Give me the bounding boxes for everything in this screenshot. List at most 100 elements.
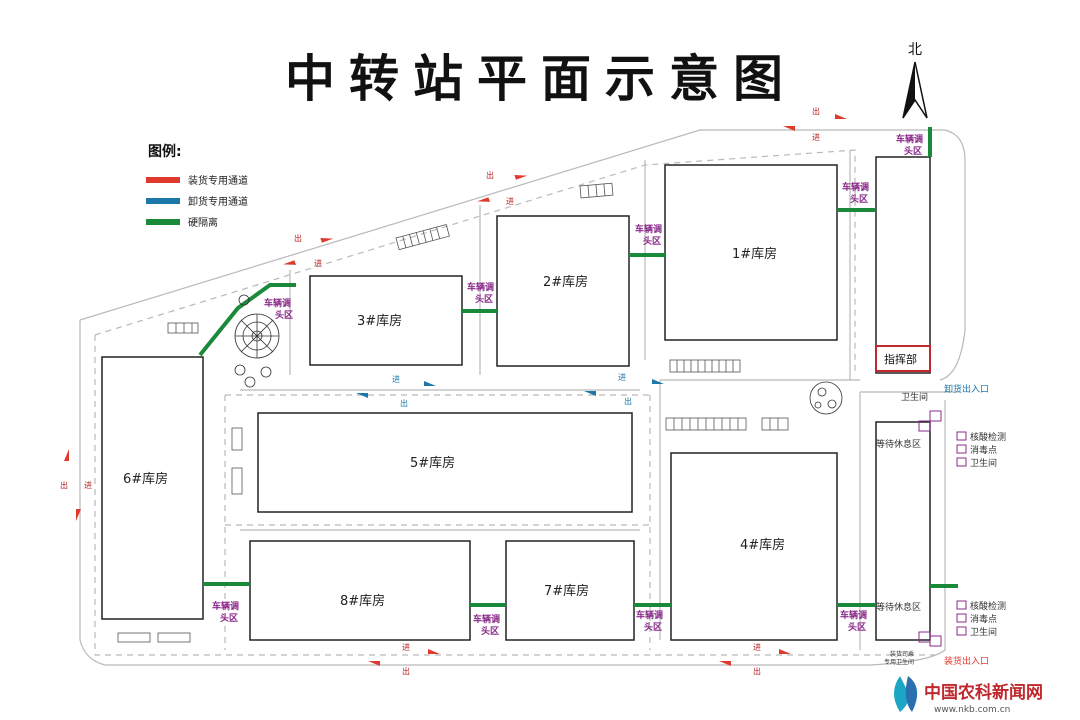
legend-load-label: 装货专用通道 xyxy=(188,174,248,187)
unload-lane-arrows xyxy=(356,379,664,398)
garden-decoration xyxy=(234,294,843,415)
driver-toilet-label: 专用卫生间 xyxy=(884,658,914,666)
north-label: 北 xyxy=(908,42,922,58)
turn-zone-label: 头区 xyxy=(848,621,866,633)
warehouse-6-label: 6#库房 xyxy=(123,471,168,487)
facility-box-icon xyxy=(956,600,967,610)
in-label: 进 xyxy=(618,373,626,382)
turn-zone-label: 车辆调 xyxy=(212,600,239,612)
warehouse-5-label: 5#库房 xyxy=(410,455,455,471)
toilet-icon xyxy=(929,410,942,422)
watermark-url: www.nkb.com.cn xyxy=(934,705,1010,715)
turn-zone-label: 头区 xyxy=(275,309,293,321)
warehouse-2-label: 2#库房 xyxy=(543,274,588,290)
turn-zone-label: 车辆调 xyxy=(636,609,663,621)
load-arrow-south-left xyxy=(368,649,440,666)
watermark-logo-icon xyxy=(894,676,918,712)
legend-load-swatch xyxy=(146,177,180,183)
facility-box-icon xyxy=(956,613,967,623)
watermark-brand: 中国农科新闻网 xyxy=(924,682,1043,703)
warehouses xyxy=(101,156,931,641)
warehouse-4-label: 4#库房 xyxy=(740,537,785,553)
driver-toilet-label: 装货司乘 xyxy=(890,650,914,658)
warehouse-labels: 1#库房 2#库房 3#库房 5#库房 6#库房 8#库房 7#库房 4#库房 xyxy=(123,246,785,609)
turn-zone-label: 车辆调 xyxy=(467,281,494,293)
facility-label: 消毒点 xyxy=(970,613,997,625)
facility-box-icon xyxy=(956,444,967,454)
north-strip-building xyxy=(875,156,931,374)
out-label: 出 xyxy=(60,480,68,490)
warehouse-6 xyxy=(101,356,204,620)
warehouse-1 xyxy=(664,164,838,341)
watermark: 中国农科新闻网 www.nkb.com.cn xyxy=(878,670,1078,718)
in-label: 进 xyxy=(812,133,820,142)
legend-unload-label: 卸货专用通道 xyxy=(188,195,248,208)
warehouse-3 xyxy=(309,275,463,366)
command-post-box xyxy=(875,345,931,372)
legend-barrier-label: 硬隔离 xyxy=(188,216,218,229)
warehouse-2 xyxy=(496,215,630,367)
turn-zone-label: 车辆调 xyxy=(264,297,291,309)
waiting-area-label: 等待休息区 xyxy=(876,438,921,450)
in-label: 进 xyxy=(506,197,514,206)
load-arrow-upper-mid xyxy=(474,175,530,202)
out-label: 出 xyxy=(294,233,302,243)
arrow-labels: 出 进 出 进 出 进 出 进 进 出 进 出 进 出 进 出 xyxy=(60,106,820,676)
toilet-label: 卫生间 xyxy=(901,391,928,403)
facility-label: 卫生间 xyxy=(970,626,997,638)
load-arrow-west xyxy=(64,449,81,521)
warehouse-8 xyxy=(249,540,471,641)
command-post-label: 指挥部 xyxy=(884,352,917,366)
load-gate-label: 装货出入口 xyxy=(944,655,989,667)
turn-zone-label: 车辆调 xyxy=(635,223,662,235)
in-label: 进 xyxy=(392,375,400,384)
warehouse-8-label: 8#库房 xyxy=(340,593,385,609)
road-outlines xyxy=(79,129,966,666)
out-label: 出 xyxy=(402,666,410,676)
turn-zone-label: 头区 xyxy=(643,235,661,247)
hard-barriers xyxy=(198,127,958,607)
in-label: 进 xyxy=(84,481,92,490)
turn-zone-label: 头区 xyxy=(475,293,493,305)
toilet-icon xyxy=(918,420,931,432)
facility-label: 核酸检测 xyxy=(970,431,1006,443)
facility-label: 卫生间 xyxy=(970,457,997,469)
turn-zone-label: 头区 xyxy=(481,625,499,637)
turn-zone-label: 车辆调 xyxy=(842,181,869,193)
facility-box-icon xyxy=(956,457,967,467)
facilities-upper: 核酸检测 消毒点 卫生间 xyxy=(956,431,1006,469)
turn-zone-label: 头区 xyxy=(850,193,868,205)
out-label: 出 xyxy=(753,666,761,676)
in-label: 进 xyxy=(402,643,410,652)
in-label: 进 xyxy=(753,643,761,652)
warehouse-7-label: 7#库房 xyxy=(544,583,589,599)
load-arrow-south-right xyxy=(719,649,791,666)
turn-zone-label: 头区 xyxy=(220,612,238,624)
load-lane-arrows xyxy=(64,114,847,666)
facility-label: 核酸检测 xyxy=(970,600,1006,612)
unload-arrow-right xyxy=(584,379,664,396)
facility-label: 消毒点 xyxy=(970,444,997,456)
unload-gate-label: 卸货出入口 xyxy=(944,383,989,395)
legend-unload-swatch xyxy=(146,198,180,204)
unload-arrow-left xyxy=(356,381,436,398)
warehouse-3-label: 3#库房 xyxy=(357,313,402,329)
warehouse-7 xyxy=(505,540,635,641)
load-arrow-upper-left xyxy=(280,238,336,265)
toilet-icon xyxy=(929,635,942,647)
turn-zone-label: 头区 xyxy=(904,145,922,157)
turnaround-zones: 车辆调 头区 车辆调 头区 车辆调 头区 车辆调 头区 车辆调 头区 车辆调 头… xyxy=(212,133,923,637)
legend: 图例: 装货专用通道 卸货专用通道 硬隔离 xyxy=(146,143,248,229)
waiting-area-label: 等待休息区 xyxy=(876,601,921,613)
legend-heading: 图例: xyxy=(148,143,182,160)
map-title: 中转站平面示意图 xyxy=(285,49,797,108)
turn-zone-label: 车辆调 xyxy=(840,609,867,621)
facility-box-icon xyxy=(956,431,967,441)
legend-barrier-swatch xyxy=(146,219,180,225)
turn-zone-label: 车辆调 xyxy=(896,133,923,145)
load-arrow-top xyxy=(783,114,847,131)
north-arrow: 北 xyxy=(902,42,928,119)
out-label: 出 xyxy=(624,396,632,406)
turn-zone-label: 头区 xyxy=(644,621,662,633)
